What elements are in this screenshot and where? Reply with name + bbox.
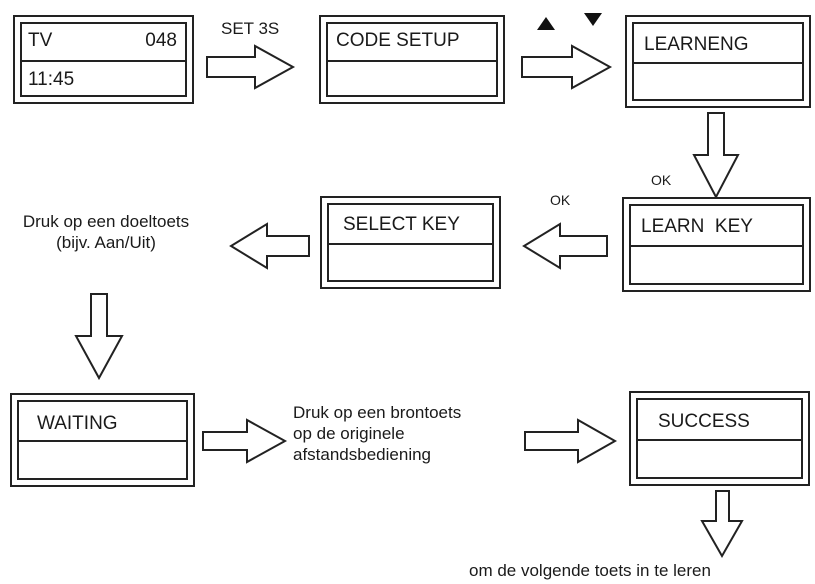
screen-divider — [329, 242, 492, 245]
screen-divider — [631, 244, 802, 247]
instruction-press-source-line3: afstandsbediening — [293, 445, 432, 464]
arrow-code-setup-to-learneng — [521, 44, 613, 90]
screen-tv-channel: 048 — [145, 30, 177, 51]
arrow-learn-key-to-select-key — [522, 222, 608, 270]
screen-waiting-frame: WAITING — [17, 400, 188, 480]
screen-divider — [19, 440, 186, 442]
arrow-select-key-to-instruction — [229, 222, 310, 270]
screen-code-setup-title: CODE SETUP — [336, 30, 460, 51]
arrow-tv-to-code-setup — [206, 44, 296, 90]
screen-select-key: SELECT KEY — [320, 196, 501, 289]
screen-tv: TV 048 11:45 — [13, 15, 194, 104]
screen-learn-key: LEARN KEY — [622, 197, 811, 292]
screen-success-title: SUCCESS — [658, 411, 750, 432]
screen-tv-frame: TV 048 11:45 — [20, 22, 187, 97]
instruction-press-target-line1: Druk op een doeltoets — [22, 212, 190, 231]
screen-divider — [638, 438, 801, 441]
screen-learneng: LEARNENG — [625, 15, 811, 108]
screen-select-key-frame: SELECT KEY — [327, 203, 494, 282]
arrow-instruction-to-waiting — [74, 293, 124, 381]
up-triangle-icon — [537, 17, 555, 30]
screen-waiting: WAITING — [10, 393, 195, 487]
label-next-key: om de volgende toets in te leren — [469, 561, 711, 580]
instruction-press-source-line2: op de originele — [293, 424, 405, 443]
instruction-press-source: Druk op een brontoets op de originele af… — [293, 402, 461, 465]
screen-divider — [328, 59, 496, 62]
down-triangle-icon — [584, 13, 602, 26]
screen-code-setup-frame: CODE SETUP — [326, 22, 498, 97]
screen-code-setup: CODE SETUP — [319, 15, 505, 104]
screen-success-frame: SUCCESS — [636, 398, 803, 479]
instruction-press-target: Druk op een doeltoets (bijv. Aan/Uit) — [0, 211, 212, 253]
screen-learn-key-title: LEARN KEY — [641, 216, 753, 237]
instruction-press-source-line1: Druk op een brontoets — [293, 403, 462, 422]
instruction-press-target-line2: (bijv. Aan/Uit) — [56, 233, 156, 252]
arrow-success-to-next — [700, 490, 744, 559]
screen-success: SUCCESS — [629, 391, 810, 486]
arrow-learneng-to-learn-key — [692, 112, 740, 200]
screen-learneng-frame: LEARNENG — [632, 22, 804, 101]
label-set-3s: SET 3S — [221, 19, 280, 38]
screen-tv-mode: TV — [28, 30, 53, 51]
screen-learn-key-frame: LEARN KEY — [629, 204, 804, 285]
screen-select-key-title: SELECT KEY — [343, 214, 460, 235]
label-ok-left: OK — [550, 192, 571, 208]
screen-tv-clock: 11:45 — [28, 69, 75, 90]
screen-divider — [634, 61, 802, 64]
screen-waiting-title: WAITING — [37, 413, 118, 434]
arrow-waiting-to-instruction — [202, 418, 288, 464]
arrow-instruction-to-success — [524, 418, 618, 464]
screen-learneng-title: LEARNENG — [644, 34, 749, 55]
label-ok-down: OK — [651, 172, 672, 188]
screen-divider — [22, 59, 185, 62]
